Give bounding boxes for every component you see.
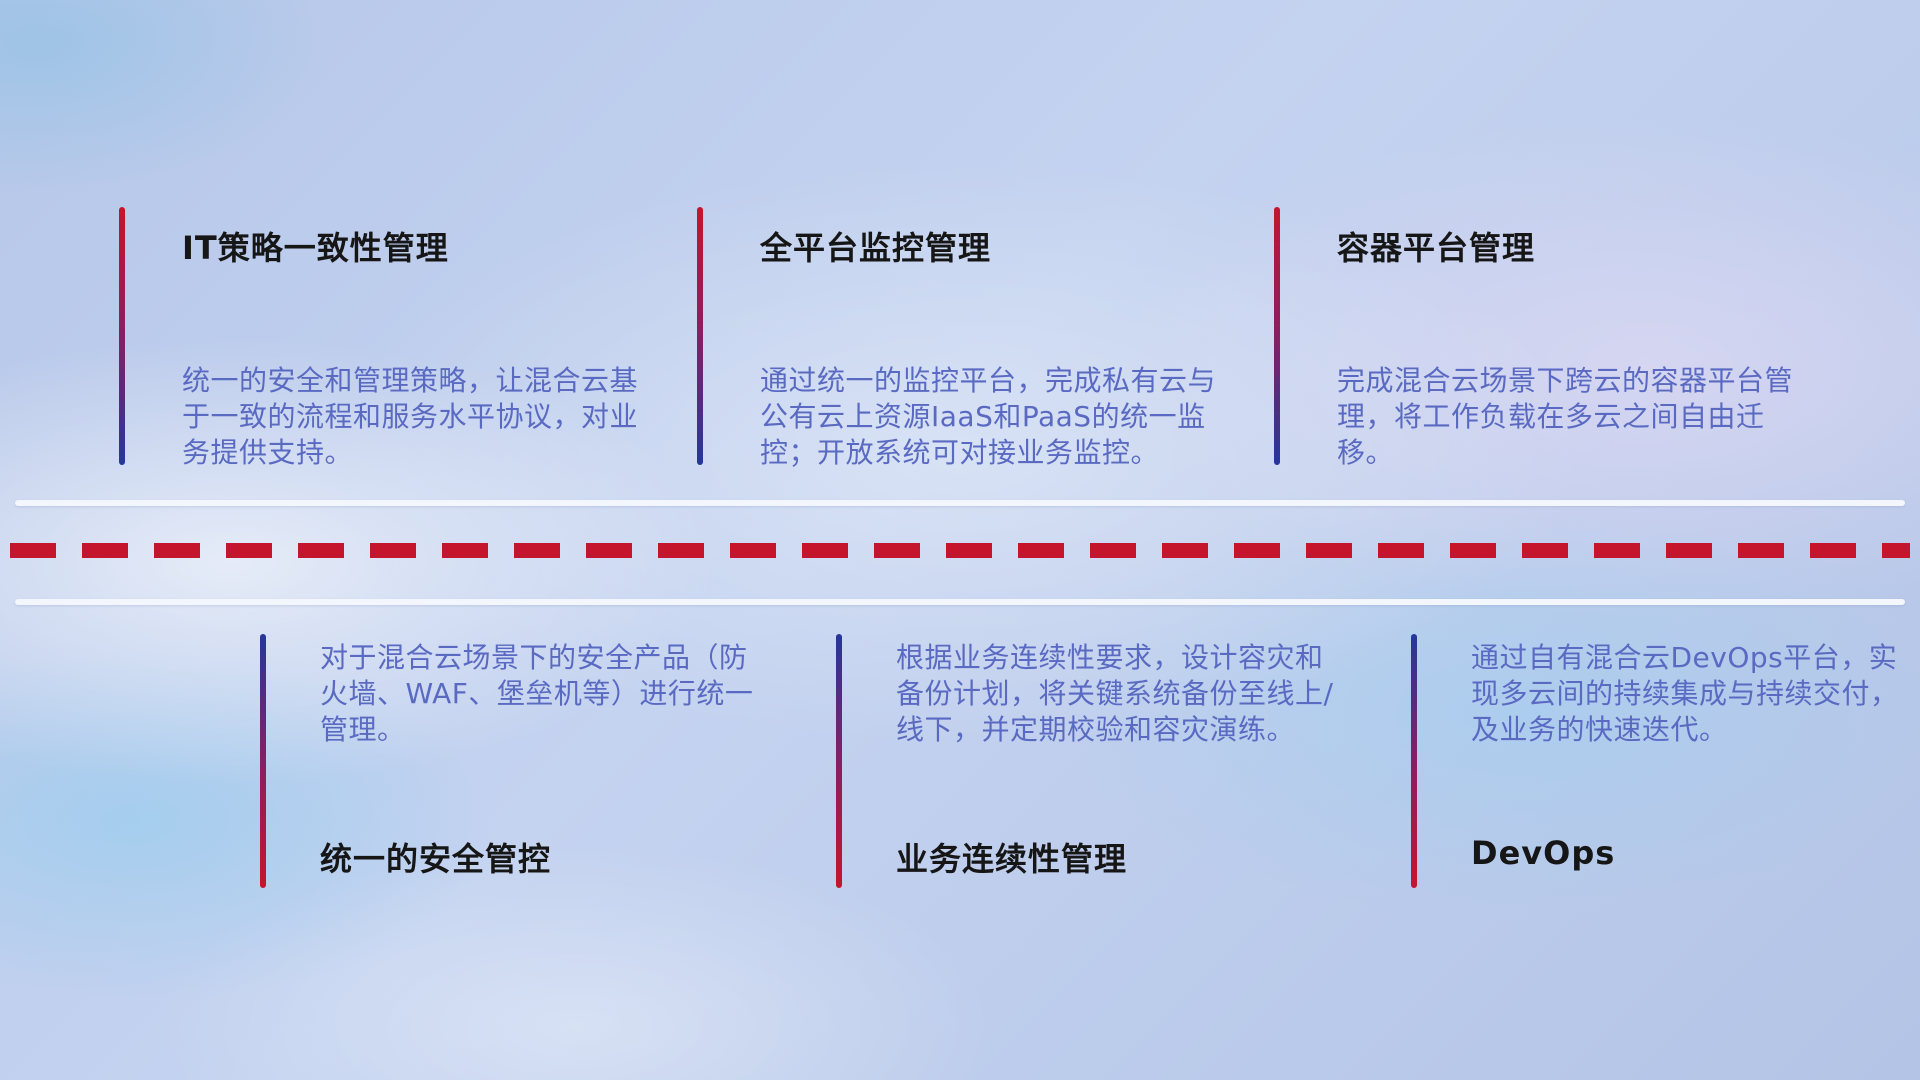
feature-item-devops: 通过自有混合云DevOps平台，实现多云间的持续集成与持续交付，及业务的快速迭代… xyxy=(1387,634,1920,964)
timeline-stem xyxy=(1274,207,1280,465)
road-upper-line xyxy=(15,500,1905,506)
timeline-stem xyxy=(697,207,703,465)
feature-description: 完成混合云场景下跨云的容器平台管理，将工作负载在多云之间自由迁移。 xyxy=(1337,364,1794,469)
feature-title: IT策略一致性管理 xyxy=(182,229,449,267)
feature-title: 统一的安全管控 xyxy=(320,840,552,878)
feature-item-container-platform: 容器平台管理 完成混合云场景下跨云的容器平台管理，将工作负载在多云之间自由迁移。 xyxy=(1250,171,1850,501)
feature-title: 容器平台管理 xyxy=(1337,229,1536,267)
timeline-stem xyxy=(260,634,266,888)
feature-description: 通过自有混合云DevOps平台，实现多云间的持续集成与持续交付，及业务的快速迭代… xyxy=(1471,641,1899,746)
feature-description: 根据业务连续性要求，设计容灾和备份计划，将关键系统备份至线上/线下，并定期校验和… xyxy=(896,641,1334,746)
cloud-icon xyxy=(812,896,866,934)
feature-description: 通过统一的监控平台，完成私有云与公有云上资源IaaS和PaaS的统一监控；开放系… xyxy=(760,364,1217,469)
feature-item-security-control: 对于混合云场景下的安全产品（防火墙、WAF、堡垒机等）进行统一管理。 统一的安全… xyxy=(236,634,836,964)
feature-item-platform-monitoring: 全平台监控管理 通过统一的监控平台，完成私有云与公有云上资源IaaS和PaaS的… xyxy=(673,171,1273,501)
timeline-stem xyxy=(1411,634,1417,888)
timeline-stem xyxy=(836,634,842,888)
feature-description: 统一的安全和管理策略，让混合云基于一致的流程和服务水平协议，对业务提供支持。 xyxy=(182,364,639,469)
cloud-icon xyxy=(95,171,149,209)
road-dashed-line xyxy=(10,543,1910,558)
timeline-stem xyxy=(119,207,125,465)
feature-description: 对于混合云场景下的安全产品（防火墙、WAF、堡垒机等）进行统一管理。 xyxy=(320,641,754,746)
feature-title: 业务连续性管理 xyxy=(896,840,1128,878)
cloud-icon xyxy=(1250,171,1304,209)
feature-item-business-continuity: 根据业务连续性要求，设计容灾和备份计划，将关键系统备份至线上/线下，并定期校验和… xyxy=(812,634,1412,964)
cloud-icon xyxy=(673,171,727,209)
feature-item-it-policy-consistency: IT策略一致性管理 统一的安全和管理策略，让混合云基于一致的流程和服务水平协议，… xyxy=(95,171,695,501)
feature-title: DevOps xyxy=(1471,834,1616,872)
road-lower-line xyxy=(15,599,1905,605)
feature-title: 全平台监控管理 xyxy=(760,229,992,267)
cloud-icon xyxy=(1387,896,1441,934)
cloud-icon xyxy=(236,896,290,934)
